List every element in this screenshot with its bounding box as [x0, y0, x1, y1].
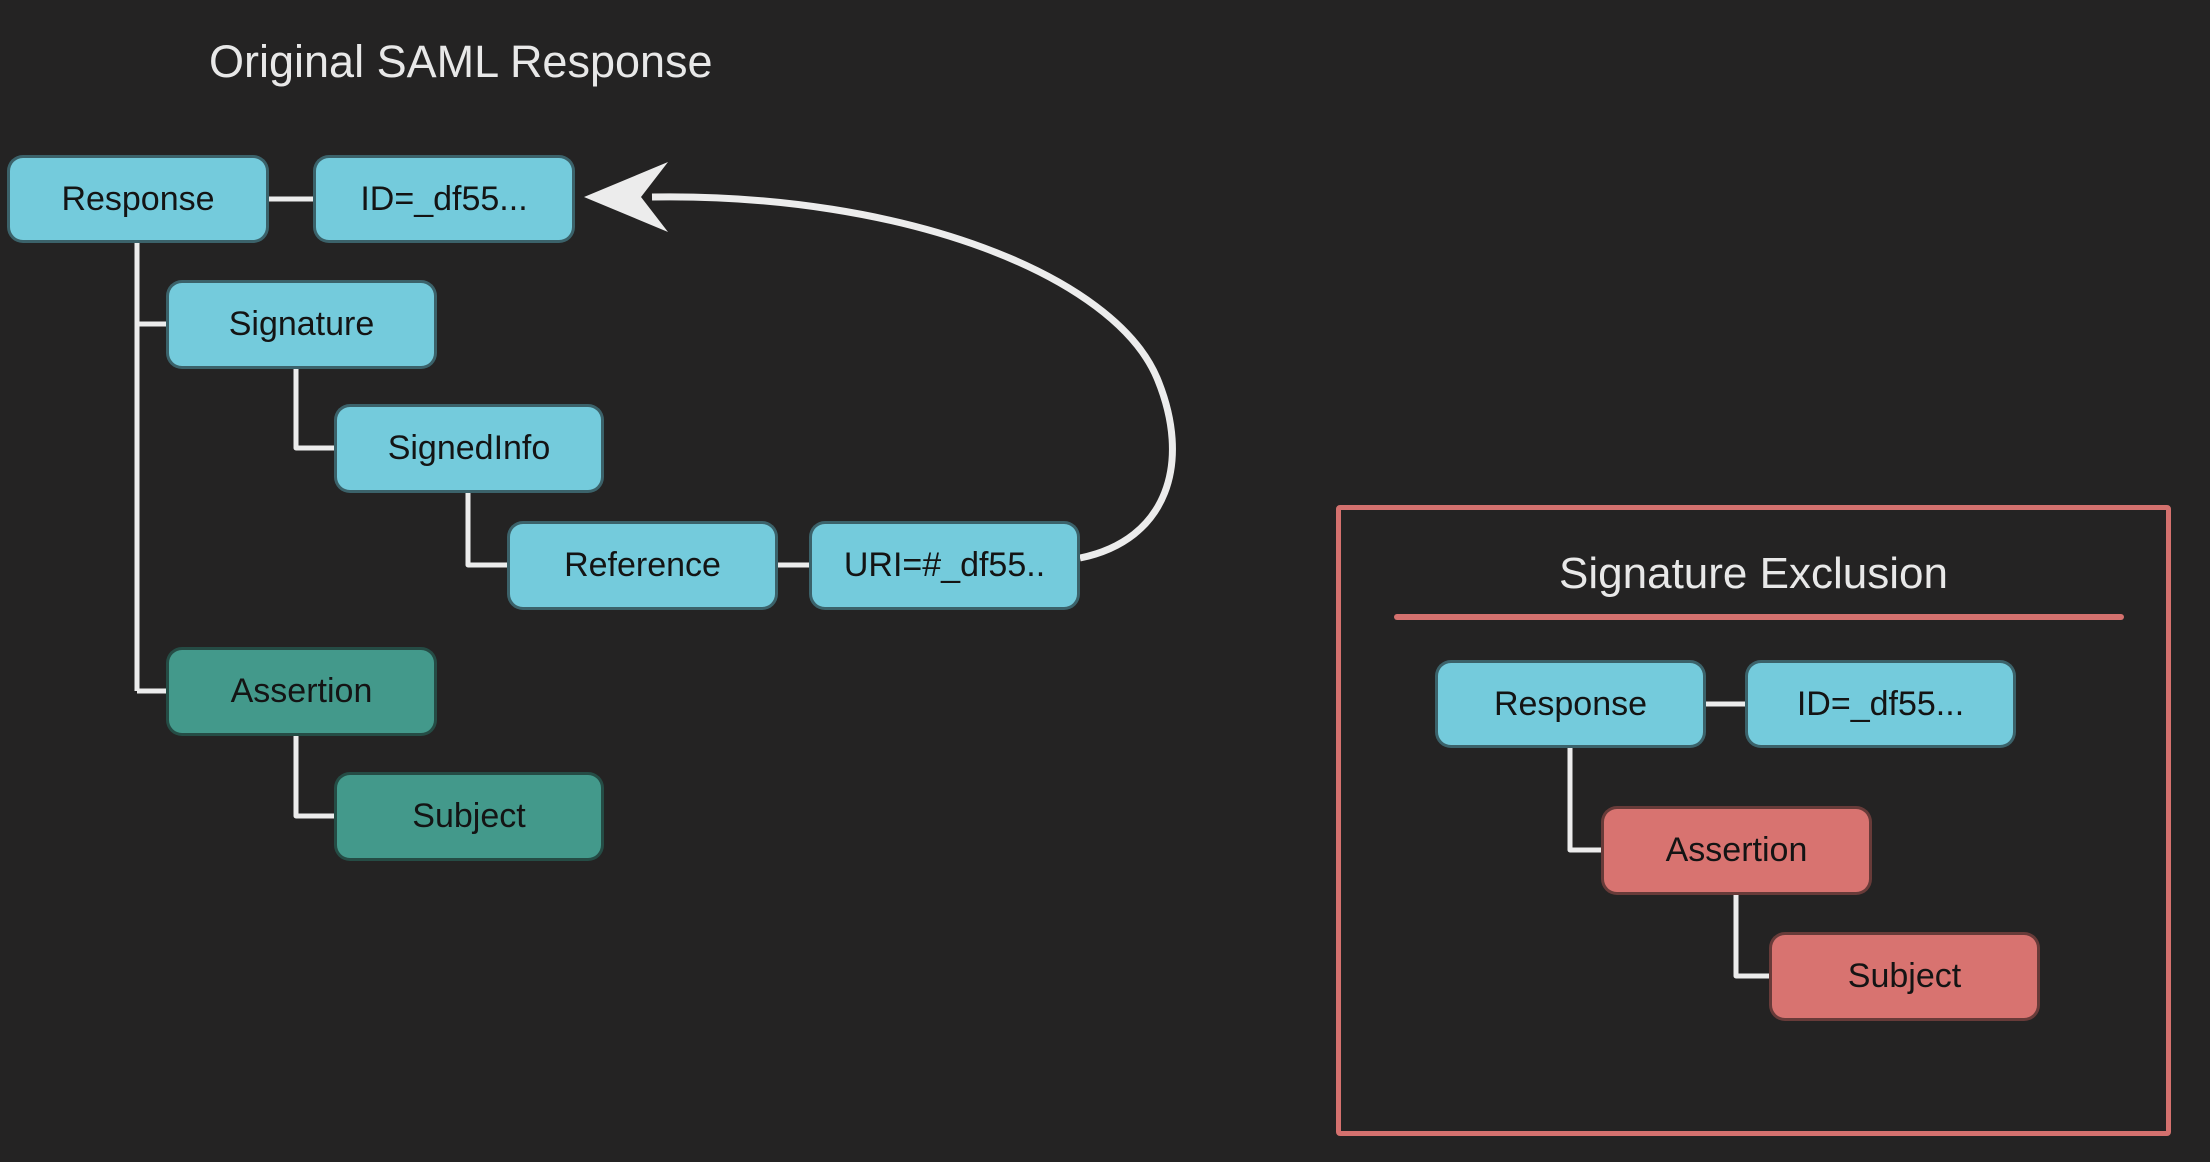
- excluded-node-response: Response: [1435, 660, 1706, 748]
- node-subject: Subject: [334, 772, 604, 861]
- node-signature: Signature: [166, 280, 437, 369]
- connector-assertion-subject: [293, 736, 334, 819]
- connector-signedinfo-reference: [465, 493, 507, 568]
- left-diagram-title: Original SAML Response: [209, 36, 713, 87]
- excluded-node-id-attribute: ID=_df55...: [1745, 660, 2016, 748]
- signature-exclusion-panel: [1336, 505, 2171, 1136]
- excluded-node-subject: Subject: [1769, 932, 2040, 1021]
- node-uri-attribute: URI=#_df55..: [809, 521, 1080, 610]
- node-id-attribute: ID=_df55...: [313, 155, 575, 243]
- node-reference: Reference: [507, 521, 778, 610]
- arrowhead-icon: [584, 162, 668, 232]
- connector-response-trunk: [134, 243, 166, 694]
- node-signedinfo: SignedInfo: [334, 404, 604, 493]
- excluded-node-assertion: Assertion: [1601, 806, 1872, 895]
- right-diagram-title: Signature Exclusion: [1559, 549, 1948, 598]
- connector-right-assertion-subject: [1733, 895, 1769, 979]
- connector-signature-signedinfo: [293, 369, 334, 451]
- right-title-underline: [1394, 614, 2124, 620]
- uri-to-id-curved-arrow: [651, 193, 1176, 562]
- connector-right-response-assertion: [1567, 748, 1601, 853]
- node-response: Response: [7, 155, 269, 243]
- node-assertion: Assertion: [166, 647, 437, 736]
